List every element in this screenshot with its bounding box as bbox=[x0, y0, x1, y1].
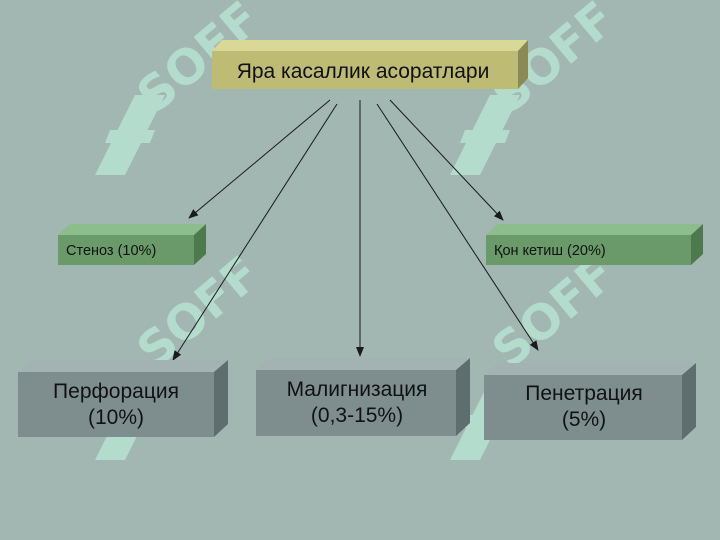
stenoz-node-label: Стеноз (10%) bbox=[66, 242, 157, 259]
arrow-to-stenoz bbox=[188, 99, 331, 219]
penetracia-rate: (5%) bbox=[561, 408, 607, 431]
qon-ketish-node-label: Қон кетиш (20%) bbox=[494, 242, 606, 259]
root-node-label: Яра касаллик асоратлари bbox=[236, 59, 490, 83]
penetracia-node-box bbox=[484, 363, 696, 440]
arrow-to-perforacia bbox=[172, 103, 338, 361]
arrow-to-penetracia bbox=[376, 103, 539, 351]
perforacia-node-label: Перфорация (10%) bbox=[18, 372, 214, 438]
malignizacia-node-label: Малигнизация (0,3-15%) bbox=[256, 370, 458, 436]
malignizacia-rate: (0,3-15%) bbox=[310, 404, 404, 427]
arrow-to-qon-ketish bbox=[389, 99, 504, 221]
qon-ketish-node-box bbox=[486, 224, 703, 265]
malignizacia-node-box bbox=[256, 358, 470, 436]
perforacia-title: Перфорация bbox=[53, 379, 179, 403]
root-node-box bbox=[212, 40, 528, 89]
perforacia-rate: (10%) bbox=[87, 406, 145, 429]
penetracia-node-label: Пенетрация (5%) bbox=[484, 374, 684, 440]
perforacia-node-box bbox=[18, 360, 228, 437]
penetracia-title: Пенетрация bbox=[525, 381, 643, 405]
stenoz-node-box bbox=[58, 224, 206, 265]
malignizacia-title: Малигнизация bbox=[286, 377, 428, 401]
